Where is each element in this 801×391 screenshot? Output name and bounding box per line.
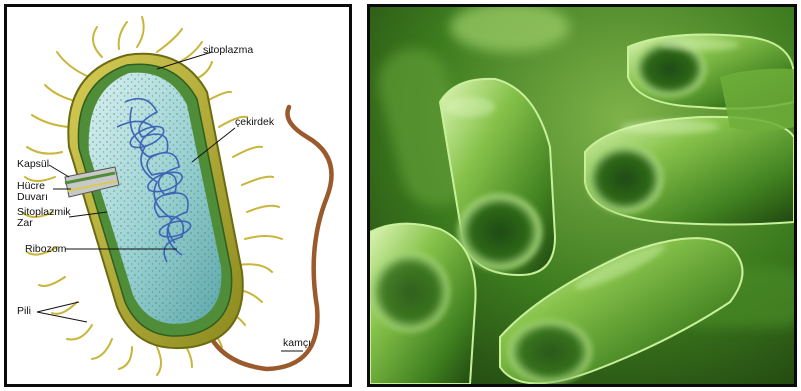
bacteria-micrograph — [367, 4, 797, 387]
bacterium-diagram: sitoplazma çekirdek Kapsül Hücre Duvarı … — [4, 4, 352, 387]
label-hucre-duvari-2: Duvarı — [17, 192, 48, 203]
label-kamci: kamçı — [283, 338, 311, 349]
label-kapsul: Kapsül — [17, 159, 49, 170]
label-sitoplazmik-zar-2: Zar — [17, 218, 33, 229]
label-sitoplazma: sitoplazma — [203, 45, 253, 56]
bacterium-rod-4 — [370, 224, 476, 384]
bacteria-photo — [370, 7, 794, 384]
label-cekirdek: çekirdek — [235, 117, 274, 128]
label-pili: Pili — [17, 306, 31, 317]
label-ribozom: Ribozom — [25, 244, 66, 255]
bacterium-illustration — [7, 7, 349, 384]
